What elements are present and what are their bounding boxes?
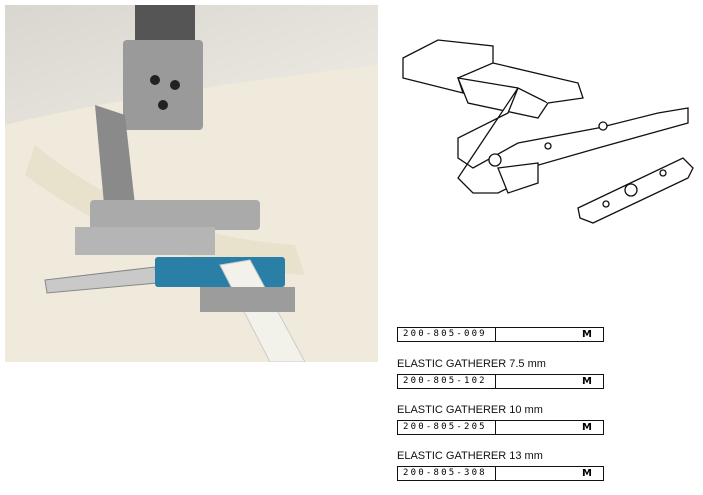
part-number: 200-805-102 bbox=[398, 375, 496, 388]
part-number: 200-805-205 bbox=[398, 421, 496, 434]
product-photo bbox=[5, 5, 378, 362]
part-number-row: 200-805-009 M bbox=[397, 327, 604, 342]
part-number-row: 200-805-102 M bbox=[397, 374, 604, 389]
part-number-row: 200-805-205 M bbox=[397, 420, 604, 435]
part-mark: M bbox=[582, 376, 592, 387]
part-mark: M bbox=[582, 422, 592, 433]
item-label: ELASTIC GATHERER 10 mm bbox=[397, 404, 543, 416]
part-number-row: 200-805-308 M bbox=[397, 466, 604, 481]
part-mark: M bbox=[582, 329, 592, 340]
part-number: 200-805-308 bbox=[398, 467, 496, 480]
part-mark: M bbox=[582, 468, 592, 479]
item-label: ELASTIC GATHERER 7.5 mm bbox=[397, 358, 546, 370]
part-number: 200-805-009 bbox=[398, 328, 496, 341]
gatherer-line-drawing bbox=[398, 18, 703, 238]
item-label: ELASTIC GATHERER 13 mm bbox=[397, 450, 543, 462]
